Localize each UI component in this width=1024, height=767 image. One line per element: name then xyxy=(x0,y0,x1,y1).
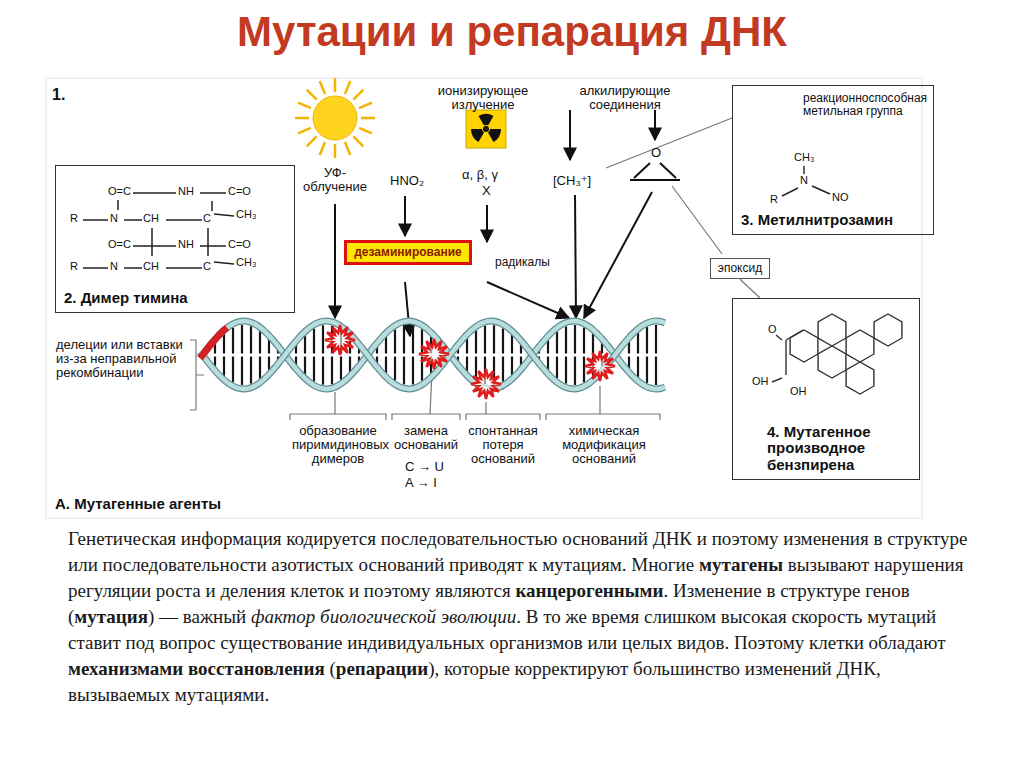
radiation-symbol xyxy=(466,110,506,148)
chem-atom: N xyxy=(800,175,808,187)
figure-label: [CH₃⁺] xyxy=(553,174,591,188)
chem-atom: O xyxy=(768,324,777,336)
figure-label: ионизирующее излучение xyxy=(418,84,548,112)
body-paragraph: Генетическая информация кодируется после… xyxy=(68,526,968,708)
figure-label: X xyxy=(482,184,491,198)
chem-atom: N xyxy=(110,213,118,225)
figure-label: α, β, γ xyxy=(462,168,498,182)
word-gap xyxy=(511,580,516,601)
chem-atom: CH₃ xyxy=(794,152,814,164)
chem-atom: CH xyxy=(143,213,159,225)
word-gap xyxy=(783,554,788,575)
word-gap xyxy=(694,554,699,575)
bold-term: механизмами восстановления xyxy=(68,658,325,679)
leader-lines xyxy=(190,118,732,420)
figure-label: O xyxy=(651,146,661,160)
chem-atom: OH xyxy=(790,386,807,398)
chem-atom: C=O xyxy=(228,186,251,198)
damage-stars xyxy=(325,325,615,399)
chem-atom: C xyxy=(203,261,211,273)
figure-box: 2. Димер тимина xyxy=(55,165,295,313)
word-gap xyxy=(325,658,330,679)
figure-label: A → I xyxy=(405,476,437,490)
figure-label: замена оснований xyxy=(393,424,459,452)
figure-label: делеции или вставки из-за неправильной р… xyxy=(56,338,190,380)
body-text: ( xyxy=(330,658,336,679)
chem-atom: NO xyxy=(832,192,849,204)
thymine-dimer-structure xyxy=(83,193,234,268)
bold-term: репарации xyxy=(336,658,428,679)
node-label: 4. Мутагенное производное бензпирена xyxy=(741,424,911,474)
chem-atom: C=O xyxy=(228,239,251,251)
body-text: ) — важный xyxy=(148,606,246,627)
figure-box: реакционноспособная метильная группа 3. М… xyxy=(732,85,934,235)
node-label: дезаминирование xyxy=(354,246,462,259)
connector xyxy=(740,279,760,298)
word-gap xyxy=(246,606,251,627)
figure-label: спонтанная потеря оснований xyxy=(466,424,540,466)
figure-label: химическая модификация оснований xyxy=(548,424,660,466)
figure-label: HNO₂ xyxy=(390,174,424,188)
sun-symbol xyxy=(295,78,375,158)
figure-label: УФ-облучение xyxy=(296,166,374,194)
chem-atom: NH xyxy=(178,239,194,251)
figure-label: радикалы xyxy=(495,256,550,269)
chem-atom: R xyxy=(770,194,778,206)
figure-label: алкилирующие соединения xyxy=(560,84,690,112)
chem-atom: N xyxy=(110,261,118,273)
chem-atom: R xyxy=(70,261,78,273)
bold-term: канцерогенными xyxy=(515,580,663,601)
chem-atom: CH₃ xyxy=(236,209,256,221)
figure-label: C → U xyxy=(405,460,444,474)
figure-panel xyxy=(46,78,922,518)
chem-atom: OH xyxy=(752,376,769,388)
figure-label: образование пиримидиновых димеров xyxy=(292,424,384,466)
callout-number: 1. xyxy=(52,86,65,103)
node-label: 2. Димер тимина xyxy=(64,290,286,307)
epoxide-symbol xyxy=(630,163,680,180)
dna-helix xyxy=(200,321,665,389)
figure-box: 4. Мутагенное производное бензпирена xyxy=(732,298,920,480)
chem-atom: CH xyxy=(143,261,159,273)
bold-term: мутагены xyxy=(699,554,783,575)
label-box: эпоксид xyxy=(710,258,770,279)
figure-label: A. Мутагенные агенты xyxy=(55,496,221,512)
chem-atom: CH₃ xyxy=(236,257,256,269)
chem-atom: R xyxy=(70,213,78,225)
page-title: Мутации и репарация ДНК xyxy=(0,8,1024,56)
node-label: эпоксид xyxy=(718,262,762,275)
italic-term: фактор биологической эволюции xyxy=(251,606,516,627)
chem-atom: NH xyxy=(178,186,194,198)
node-label: 3. Метилнитрозамин xyxy=(741,212,925,229)
mutagen-arrows xyxy=(335,110,655,336)
chem-atom: O=C xyxy=(108,239,131,251)
node-note: реакционноспособная метильная группа xyxy=(741,92,925,118)
process-box: дезаминирование xyxy=(344,240,472,265)
bold-term: мутация xyxy=(74,606,148,627)
chem-atom: O=C xyxy=(108,186,131,198)
benzpyrene-structure xyxy=(772,314,902,394)
chem-atom: C xyxy=(203,213,211,225)
methylnitrosamine-structure xyxy=(782,166,830,196)
